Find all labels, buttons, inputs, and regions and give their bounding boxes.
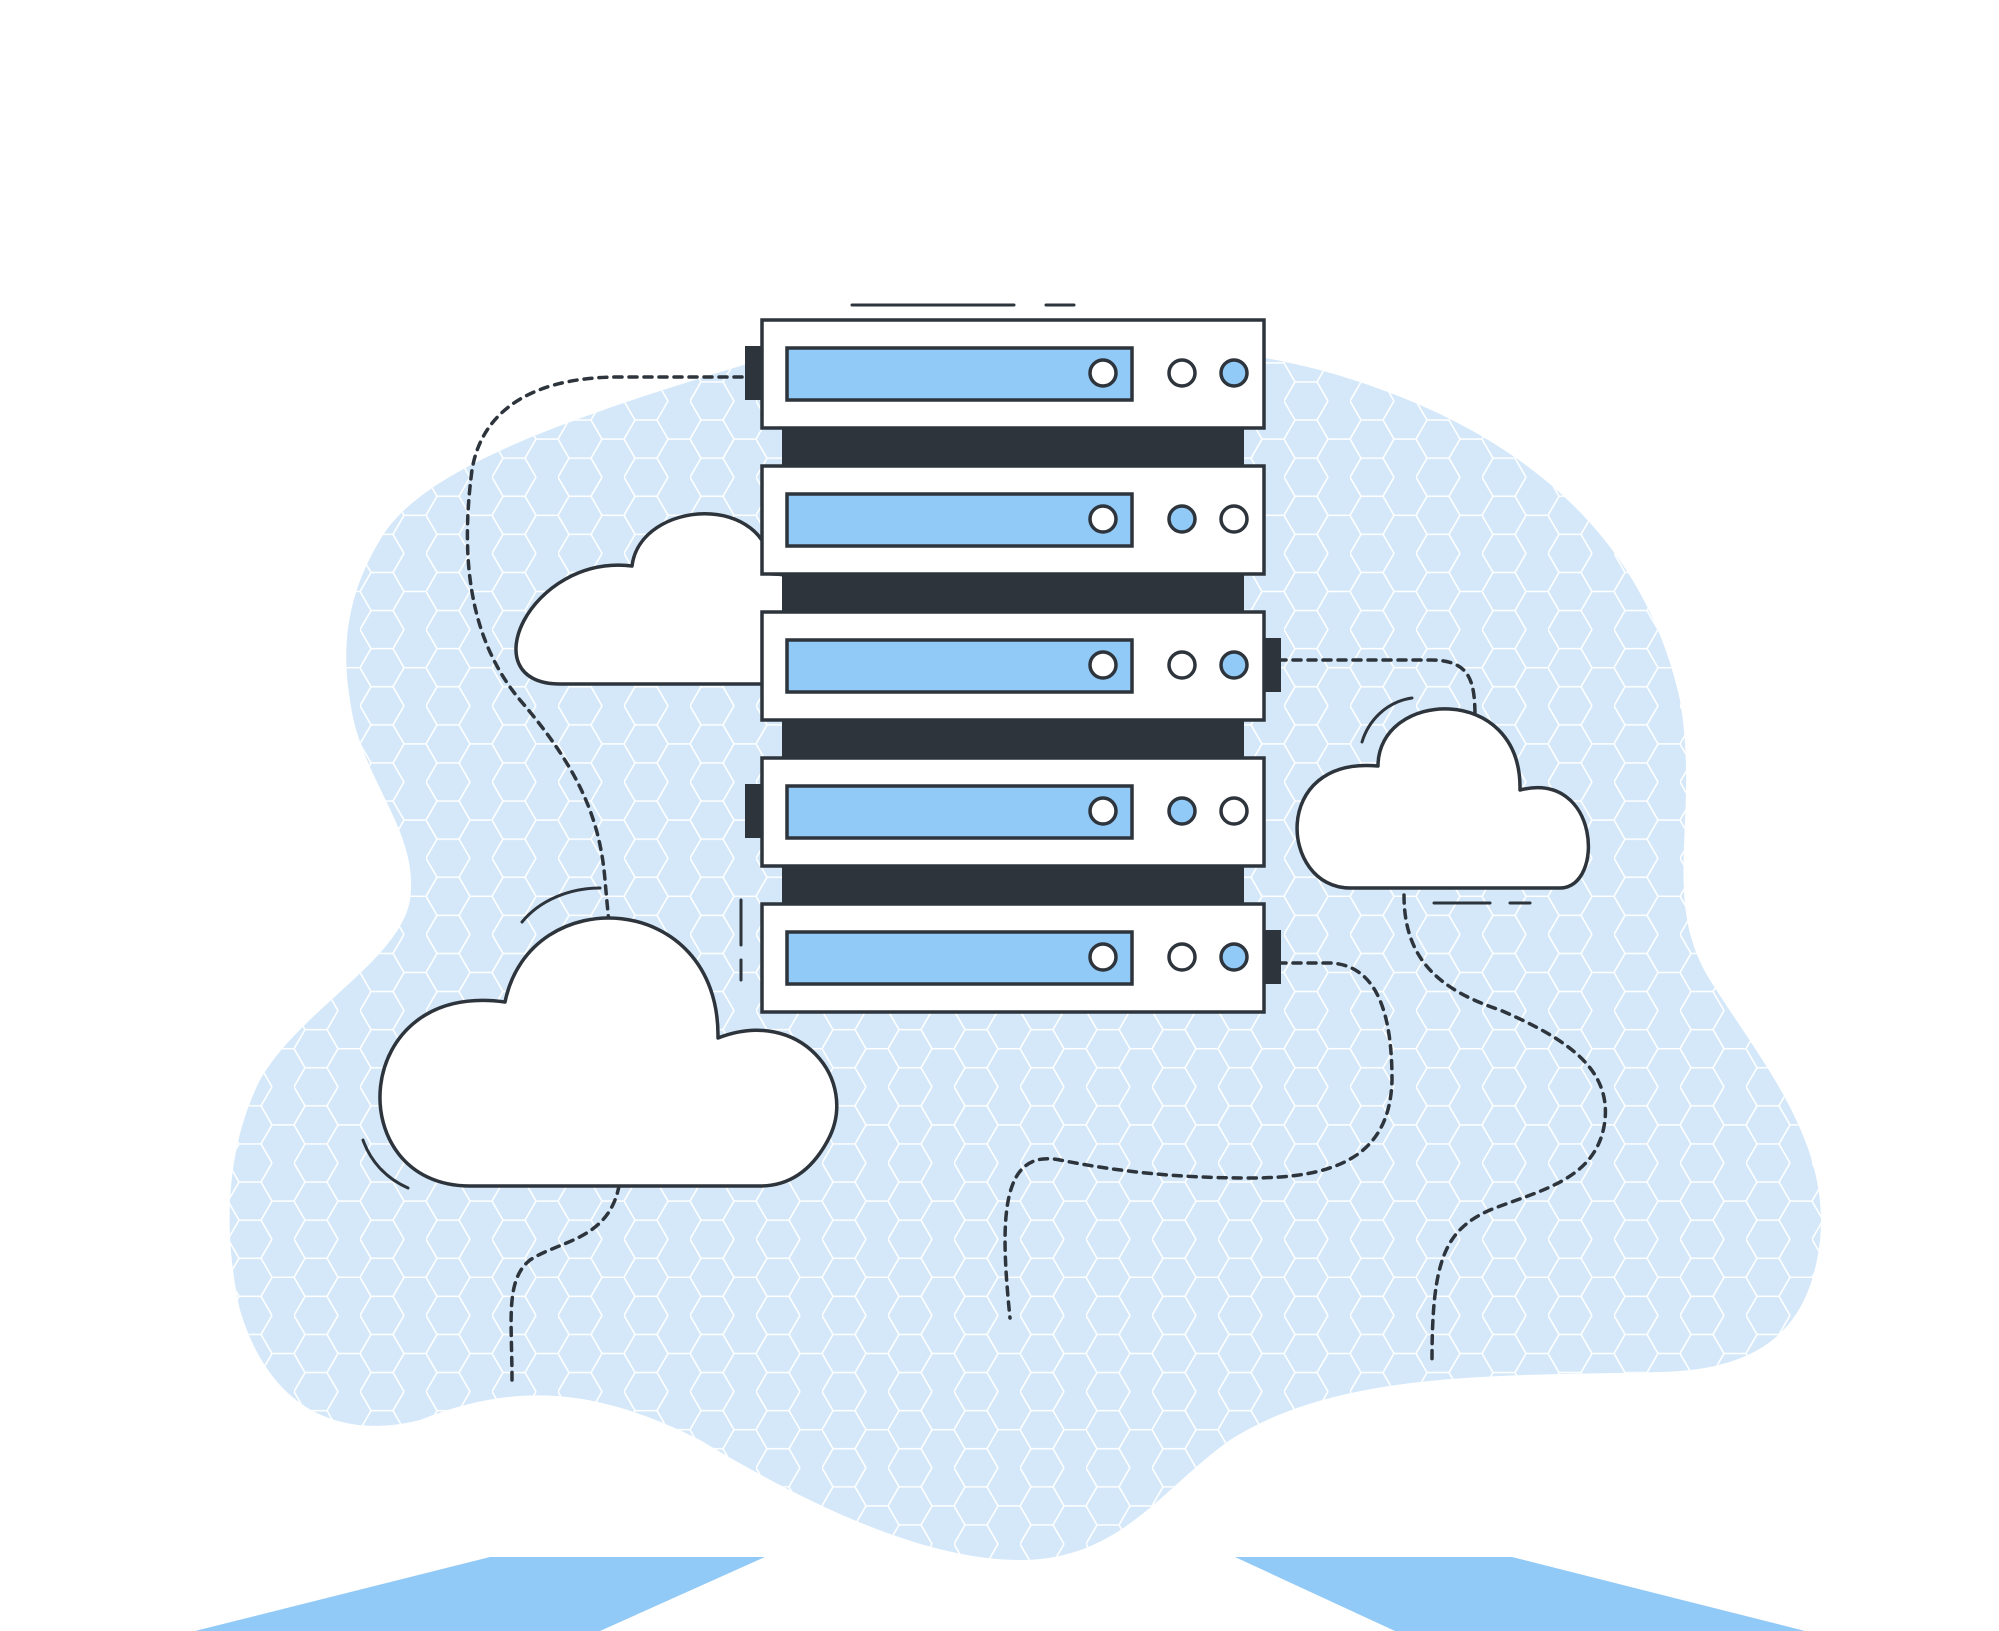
drive-bay-button [1088,504,1118,534]
arc-cloud-large-bottom [361,1138,410,1190]
drive-bay-button [1088,796,1118,826]
status-light [1167,358,1197,388]
rack-connector [782,866,1244,904]
cable-middle-right [1276,658,1477,720]
status-light [1219,504,1249,534]
arc-cloud-right [1360,696,1414,744]
drive-bay [785,930,1134,986]
accent-dashes [361,303,1532,1190]
status-light [1167,796,1197,826]
drive-bay [785,784,1134,840]
drive-bay [785,492,1134,548]
side-tab-left [745,346,764,400]
cloud-left-large [378,916,839,1188]
drive-bay-button [1088,942,1118,972]
status-light [1219,650,1249,680]
side-tab-right [1262,930,1281,984]
floor-stripe-left [195,1557,765,1631]
rack-connector [782,720,1244,758]
status-light [1167,942,1197,972]
status-light [1219,358,1249,388]
server-rack-icon [745,318,1281,1014]
dashed-cable-lines [465,375,1608,1382]
arc-cloud-large-top [520,886,602,924]
rack-connector [782,574,1244,612]
cable-right-down [1402,893,1608,1362]
cable-top-left [465,375,744,1382]
floor-stripes [195,1557,1805,1631]
drive-bay [785,346,1134,402]
floor-stripe-right [1235,1557,1805,1631]
rack-connector [782,428,1244,466]
status-light [1219,796,1249,826]
side-tab-right [1262,638,1281,692]
status-light [1167,504,1197,534]
drive-bay-button [1088,650,1118,680]
cable-bottom-right [1003,961,1394,1320]
status-light [1219,942,1249,972]
drive-bay [785,638,1134,694]
status-light [1167,650,1197,680]
cloud-right [1295,707,1591,890]
drive-bay-button [1088,358,1118,388]
side-tab-left [745,784,764,838]
